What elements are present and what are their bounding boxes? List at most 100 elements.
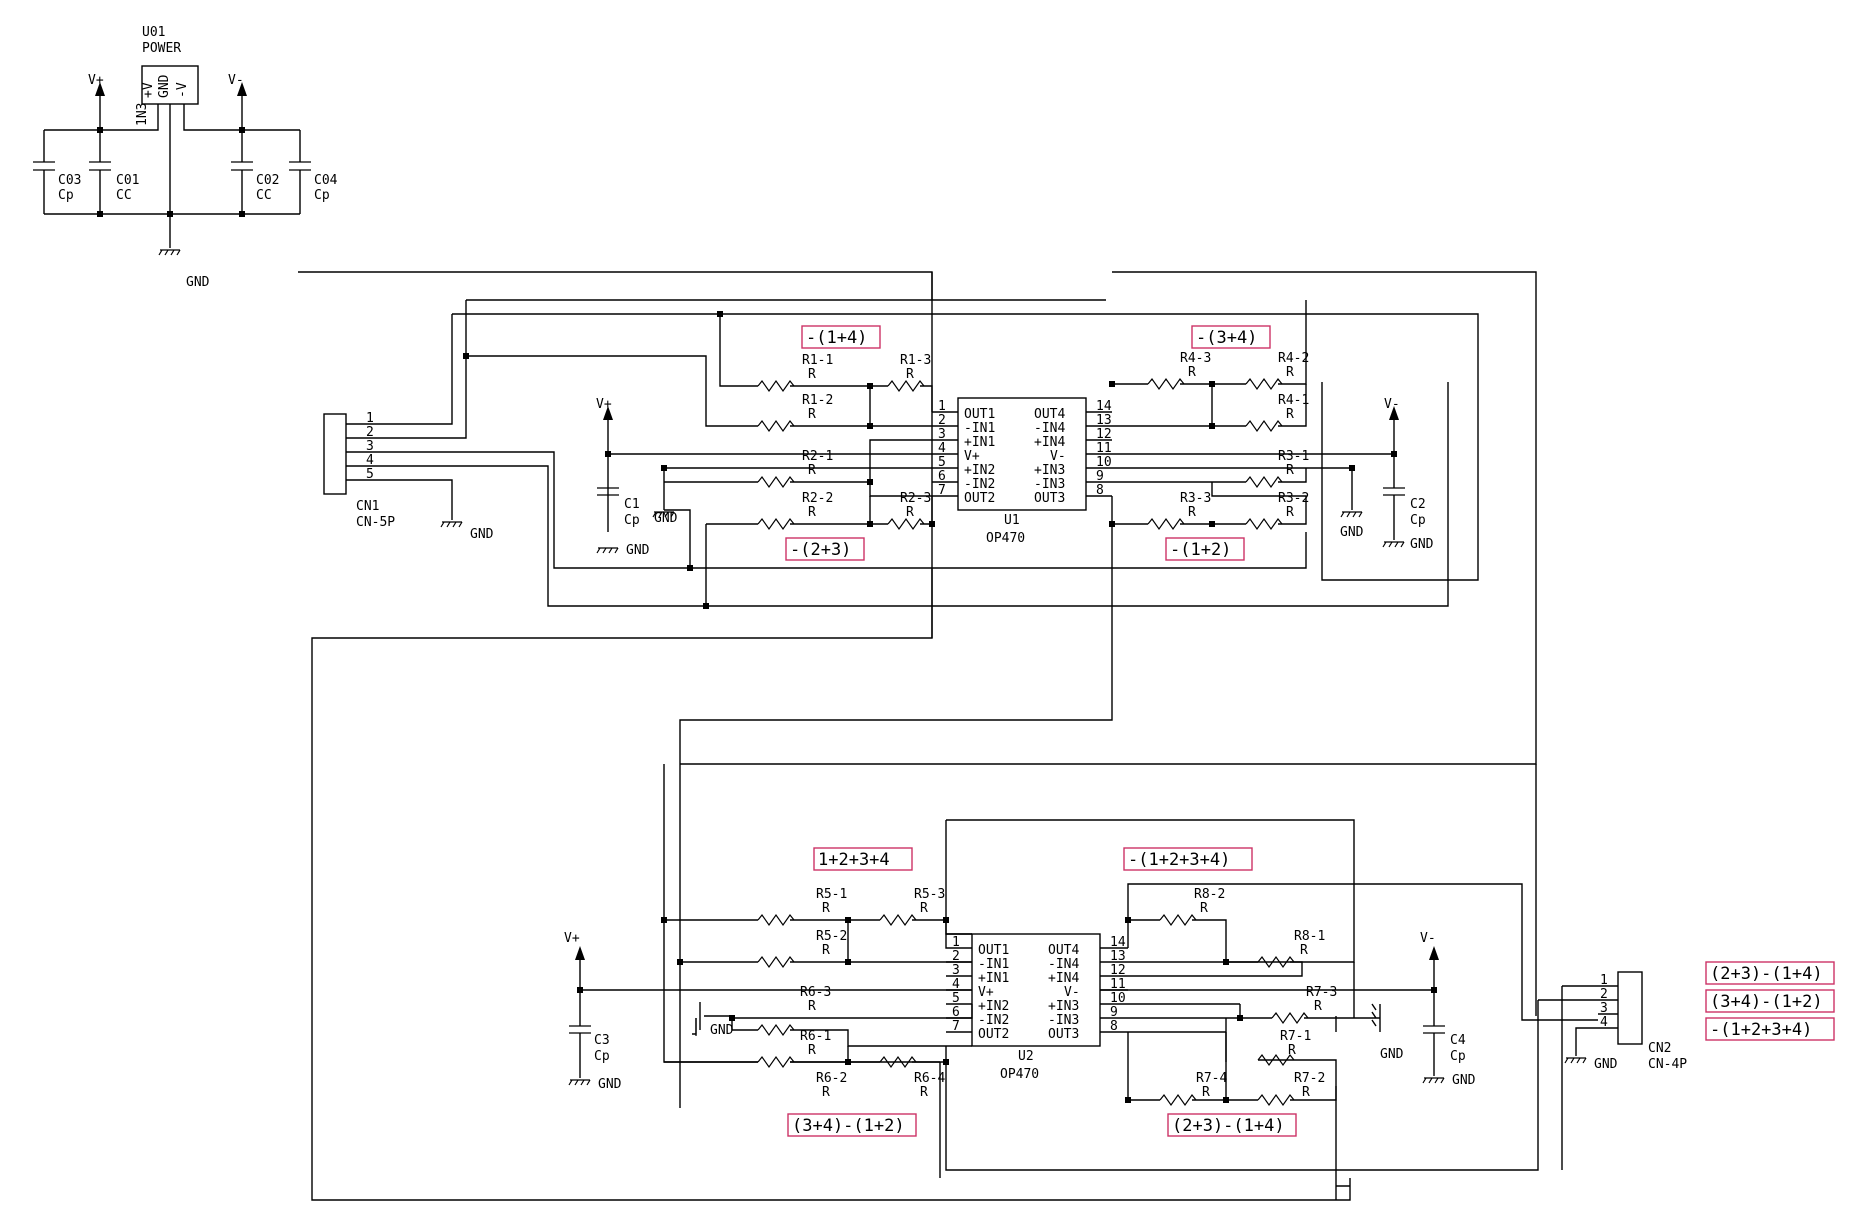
svg-text:1: 1 [366, 411, 374, 426]
svg-text:C4: C4 [1450, 1033, 1466, 1048]
svg-text:13: 13 [1110, 949, 1126, 964]
svg-text:+IN4: +IN4 [1034, 435, 1065, 450]
svg-text:R3-3: R3-3 [1180, 491, 1211, 506]
svg-text:R6-2: R6-2 [816, 1071, 847, 1086]
svg-text:Cp: Cp [58, 188, 74, 203]
svg-text:GND: GND [186, 275, 210, 290]
svg-text:+IN3: +IN3 [1048, 999, 1079, 1014]
svg-text:R: R [1202, 1085, 1210, 1100]
svg-text:-IN4: -IN4 [1048, 957, 1079, 972]
svg-text:OUT2: OUT2 [964, 491, 995, 506]
svg-text:1: 1 [1600, 973, 1608, 988]
svg-text:14: 14 [1110, 935, 1126, 950]
svg-text:GND: GND [1340, 525, 1364, 540]
net-label: -(3+4) [1196, 328, 1257, 348]
svg-text:5: 5 [366, 467, 374, 482]
svg-text:R: R [808, 367, 816, 382]
svg-text:R: R [822, 943, 830, 958]
svg-text:V+: V+ [564, 931, 580, 946]
svg-text:13: 13 [1096, 413, 1112, 428]
svg-text:12: 12 [1096, 427, 1112, 442]
svg-text:R: R [1288, 1043, 1296, 1058]
svg-text:OUT2: OUT2 [978, 1027, 1009, 1042]
svg-text:-IN2: -IN2 [978, 1013, 1009, 1028]
svg-text:R: R [906, 505, 914, 520]
cn2-connector [1617, 971, 1643, 1045]
svg-text:4: 4 [952, 977, 960, 992]
svg-text:5: 5 [952, 991, 960, 1006]
svg-text:R: R [1188, 365, 1196, 380]
svg-text:CN1: CN1 [356, 499, 379, 514]
svg-text:14: 14 [1096, 399, 1112, 414]
cn1-connector [323, 413, 347, 495]
output-label: -(1+2+3+4) [1710, 1020, 1812, 1040]
svg-text:R7-3: R7-3 [1306, 985, 1337, 1000]
svg-text:4: 4 [366, 453, 374, 468]
svg-text:R5-1: R5-1 [816, 887, 847, 902]
svg-text:11: 11 [1096, 441, 1112, 456]
svg-text:3: 3 [1600, 1001, 1608, 1016]
svg-text:C01: C01 [116, 173, 139, 188]
svg-text:R: R [920, 901, 928, 916]
svg-text:R: R [920, 1085, 928, 1100]
svg-text:2: 2 [366, 425, 374, 440]
svg-text:R: R [822, 1085, 830, 1100]
svg-text:-V: -V [175, 82, 190, 98]
power-section: U01 POWER +V GND -V 1N3 V+ V- GND C03Cp … [33, 25, 338, 290]
svg-text:R: R [1286, 365, 1294, 380]
svg-text:OP470: OP470 [1000, 1067, 1039, 1082]
net-label: -(1+2+3+4) [1128, 850, 1230, 870]
svg-text:OUT1: OUT1 [978, 943, 1009, 958]
svg-text:CC: CC [256, 188, 272, 203]
svg-text:R: R [808, 505, 816, 520]
svg-text:OUT3: OUT3 [1048, 1027, 1079, 1042]
svg-text:GND: GND [1410, 537, 1434, 552]
svg-text:Cp: Cp [1450, 1049, 1466, 1064]
svg-text:R5-3: R5-3 [914, 887, 945, 902]
svg-text:OUT1: OUT1 [964, 407, 995, 422]
svg-text:GND: GND [654, 511, 678, 526]
svg-text:V-: V- [1384, 397, 1400, 412]
svg-text:R: R [808, 463, 816, 478]
svg-text:-IN2: -IN2 [964, 477, 995, 492]
svg-text:C04: C04 [314, 173, 338, 188]
svg-text:V-: V- [1064, 985, 1080, 1000]
svg-text:R2-1: R2-1 [802, 449, 833, 464]
svg-text:R: R [1286, 407, 1294, 422]
svg-text:R1-3: R1-3 [900, 353, 931, 368]
svg-text:R: R [1188, 505, 1196, 520]
svg-text:GND: GND [598, 1077, 622, 1092]
svg-text:R6-3: R6-3 [800, 985, 831, 1000]
svg-text:12: 12 [1110, 963, 1126, 978]
svg-text:R: R [1286, 463, 1294, 478]
svg-text:3: 3 [952, 963, 960, 978]
svg-text:CN-4P: CN-4P [1648, 1057, 1687, 1072]
svg-text:+IN2: +IN2 [978, 999, 1009, 1014]
svg-text:Cp: Cp [1410, 513, 1426, 528]
svg-text:C03: C03 [58, 173, 81, 188]
svg-text:C3: C3 [594, 1033, 610, 1048]
svg-text:8: 8 [1096, 483, 1104, 498]
svg-text:C02: C02 [256, 173, 279, 188]
svg-text:R: R [808, 407, 816, 422]
output-label: (3+4)-(1+2) [1710, 992, 1823, 1012]
svg-text:GND: GND [626, 543, 650, 558]
svg-text:OUT3: OUT3 [1034, 491, 1065, 506]
svg-text:R6-1: R6-1 [800, 1029, 831, 1044]
svg-text:1N3: 1N3 [135, 103, 150, 126]
svg-text:V+: V+ [596, 397, 612, 412]
svg-text:Cp: Cp [594, 1049, 610, 1064]
svg-text:R2-2: R2-2 [802, 491, 833, 506]
svg-text:R: R [1314, 999, 1322, 1014]
svg-text:R8-1: R8-1 [1294, 929, 1325, 944]
svg-text:R7-4: R7-4 [1196, 1071, 1227, 1086]
svg-text:GND: GND [1452, 1073, 1476, 1088]
net-label: -(1+2) [1170, 540, 1231, 560]
svg-text:R: R [906, 367, 914, 382]
svg-text:5: 5 [938, 455, 946, 470]
svg-text:C2: C2 [1410, 497, 1426, 512]
svg-text:R1-1: R1-1 [802, 353, 833, 368]
svg-text:V-: V- [1420, 931, 1436, 946]
